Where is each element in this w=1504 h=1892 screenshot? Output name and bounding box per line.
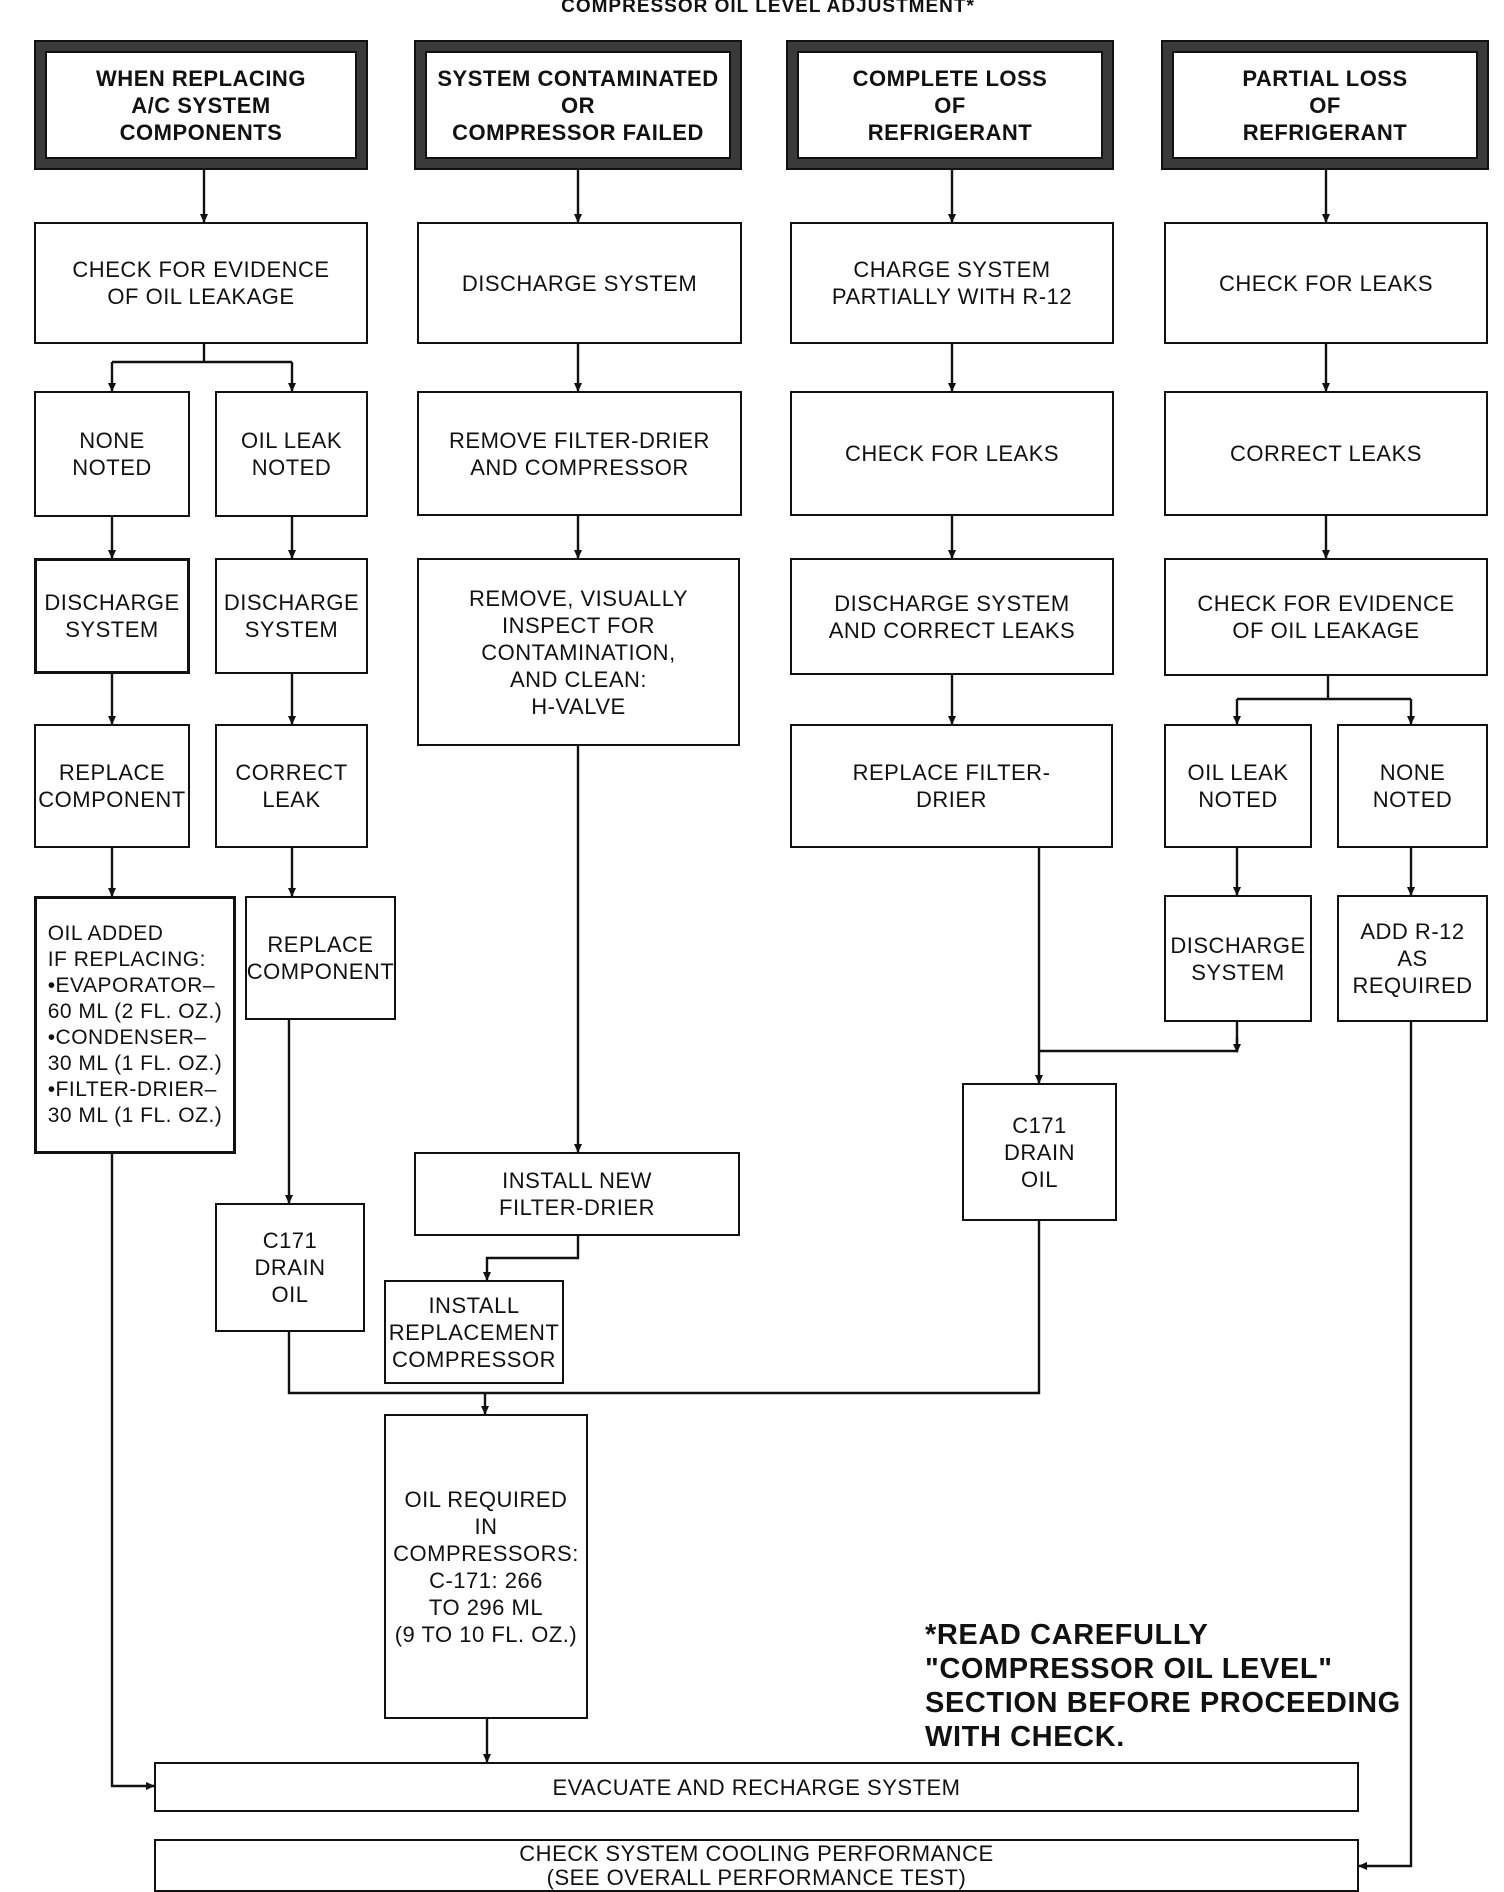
step-discharge-system: DISCHARGE SYSTEM [215,558,368,674]
header-system-contaminated: SYSTEM CONTAMINATED OR COMPRESSOR FAILED [414,40,742,170]
step-check-for-leaks: CHECK FOR LEAKS [790,391,1114,516]
step-oil-leak-noted: OIL LEAK NOTED [1164,724,1312,848]
step-install-filter-drier: INSTALL NEW FILTER-DRIER [414,1152,740,1236]
header-partial-loss: PARTIAL LOSS OF REFRIGERANT [1161,40,1489,170]
note-oil-added: OIL ADDED IF REPLACING: •EVAPORATOR– 60 … [34,896,236,1154]
step-none-noted: NONE NOTED [1337,724,1488,848]
header-complete-loss: COMPLETE LOSS OF REFRIGERANT [786,40,1114,170]
step-none-noted: NONE NOTED [34,391,190,517]
connector [110,1154,155,1790]
step-check-oil-leakage: CHECK FOR EVIDENCE OF OIL LEAKAGE [34,222,368,344]
step-c171-drain-oil: C171 DRAIN OIL [215,1203,365,1332]
step-check-cooling-performance: CHECK SYSTEM COOLING PERFORMANCE (SEE OV… [154,1839,1359,1892]
step-discharge-system: DISCHARGE SYSTEM [34,558,190,674]
read-carefully-note: *READ CAREFULLY "COMPRESSOR OIL LEVEL" S… [925,1619,1401,1753]
step-inspect-contamination: REMOVE, VISUALLY INSPECT FOR CONTAMINATI… [417,558,740,746]
connector [1358,1022,1413,1870]
step-charge-partially: CHARGE SYSTEM PARTIALLY WITH R-12 [790,222,1114,344]
diagram-title: COMPRESSOR OIL LEVEL ADJUSTMENT* [561,0,975,17]
step-check-for-leaks: CHECK FOR LEAKS [1164,222,1488,344]
connector [483,1236,580,1281]
step-replace-filter-drier: REPLACE FILTER- DRIER [790,724,1113,848]
connector [1039,1022,1239,1053]
step-evacuate-recharge: EVACUATE AND RECHARGE SYSTEM [154,1762,1359,1812]
step-discharge-system: DISCHARGE SYSTEM [1164,895,1312,1022]
step-replace-component: REPLACE COMPONENT [34,724,190,848]
step-check-oil-leakage: CHECK FOR EVIDENCE OF OIL LEAKAGE [1164,558,1488,676]
step-replace-component: REPLACE COMPONENT [245,896,396,1020]
step-discharge-correct-leaks: DISCHARGE SYSTEM AND CORRECT LEAKS [790,558,1114,675]
step-correct-leaks: CORRECT LEAKS [1164,391,1488,516]
step-add-r12: ADD R-12 AS REQUIRED [1337,895,1488,1022]
connector [287,1221,1041,1395]
step-install-replacement-compressor: INSTALL REPLACEMENT COMPRESSOR [384,1280,564,1384]
header-replacing-components: WHEN REPLACING A/C SYSTEM COMPONENTS [34,40,368,170]
step-discharge-system: DISCHARGE SYSTEM [417,222,742,344]
step-c171-drain-oil: C171 DRAIN OIL [962,1083,1117,1221]
step-remove-filter-drier: REMOVE FILTER-DRIER AND COMPRESSOR [417,391,742,516]
step-correct-leak: CORRECT LEAK [215,724,368,848]
note-oil-required: OIL REQUIRED IN COMPRESSORS: C-171: 266 … [384,1414,588,1719]
step-oil-leak-noted: OIL LEAK NOTED [215,391,368,517]
